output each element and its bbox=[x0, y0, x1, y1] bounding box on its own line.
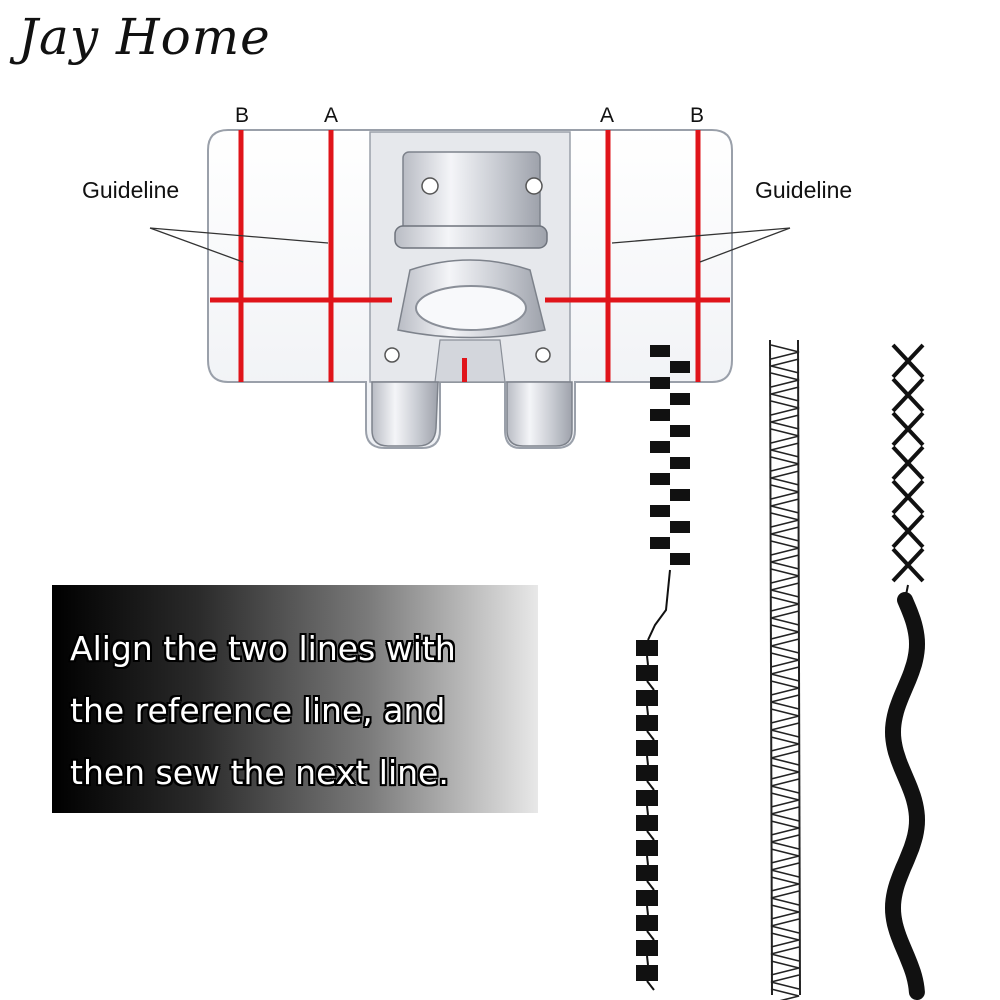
label-b-right: B bbox=[690, 104, 705, 127]
center-mark bbox=[462, 358, 467, 382]
caption-line-2: the reference line, and bbox=[70, 691, 446, 730]
caption-line-3: then sew the next line. bbox=[70, 753, 449, 792]
guideline-label-right: Guideline bbox=[755, 177, 853, 203]
triangle-ladder-stitch bbox=[769, 339, 801, 1000]
screw-hole-right bbox=[525, 177, 543, 195]
caption-text: Align the two lines with the reference l… bbox=[70, 618, 530, 804]
screw-hole-left bbox=[421, 177, 439, 195]
rivet-left bbox=[384, 347, 400, 363]
label-b-left: B bbox=[235, 104, 250, 127]
toe-right bbox=[506, 381, 573, 447]
needle-hole bbox=[415, 285, 527, 331]
guideline-label-left: Guideline bbox=[82, 177, 180, 203]
cross-then-wave-stitch bbox=[884, 343, 926, 1000]
label-a-right: A bbox=[600, 104, 615, 127]
label-a-left: A bbox=[324, 104, 339, 127]
brand-logo: Jay Home bbox=[18, 8, 271, 66]
rivet-right bbox=[535, 347, 551, 363]
square-wave-stitch bbox=[636, 345, 690, 991]
mount-bar bbox=[394, 225, 548, 249]
caption-line-1: Align the two lines with bbox=[70, 629, 456, 668]
red-guidelines bbox=[210, 130, 730, 382]
caption-panel bbox=[52, 585, 538, 813]
guideline-pointers bbox=[149, 227, 791, 263]
toe-left bbox=[371, 381, 439, 447]
foot-center bbox=[434, 339, 506, 383]
